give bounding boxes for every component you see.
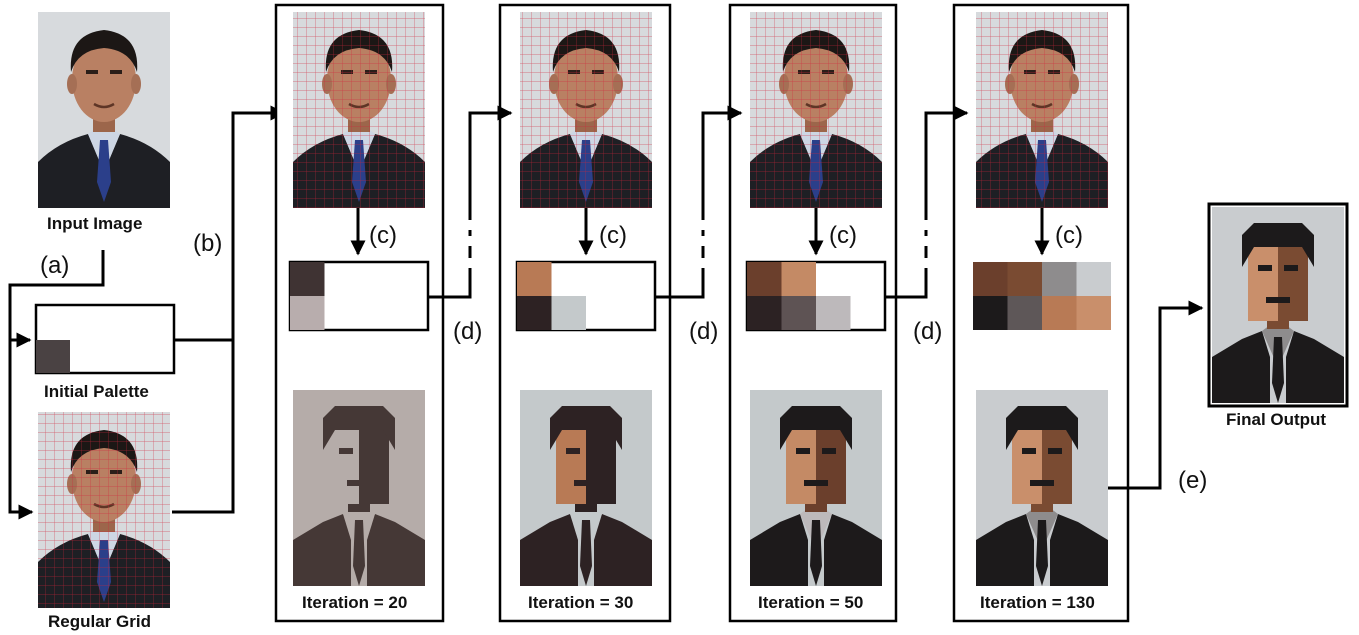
step-e-label: (e)	[1178, 467, 1208, 494]
palette-swatch	[1007, 296, 1042, 330]
palette-swatch	[290, 296, 325, 330]
palette-swatch	[747, 296, 782, 330]
initial-palette-swatch	[36, 340, 70, 373]
pixel-art-portrait	[976, 390, 1108, 586]
iteration-panel-3	[728, 3, 898, 623]
step-b-label: (b)	[193, 230, 223, 257]
final-output-image	[1207, 202, 1349, 408]
step-c-label-2: (c)	[599, 222, 627, 249]
iteration-panel-1	[274, 3, 445, 623]
palette-swatch	[747, 262, 782, 296]
iteration-label-2: Iteration = 30	[528, 593, 634, 612]
step-d-label-2: (d)	[689, 318, 719, 345]
connector-a	[8, 250, 105, 520]
connector-d	[428, 105, 969, 299]
palette-swatch	[1042, 262, 1077, 296]
step-a-label: (a)	[40, 252, 70, 279]
connector-e	[1108, 300, 1204, 490]
iteration-label-4: Iteration = 130	[980, 593, 1095, 612]
step-d-label-3: (d)	[913, 318, 943, 345]
final-output-label: Final Output	[1226, 410, 1327, 429]
palette-swatch	[973, 262, 1008, 296]
palette-swatch	[290, 262, 325, 296]
pixel-art-portrait	[750, 390, 882, 586]
palette-swatch	[1076, 262, 1111, 296]
connector-b	[172, 105, 286, 514]
iteration-panel-2	[498, 3, 672, 623]
palette-swatch	[517, 262, 552, 296]
regular-grid-image	[36, 410, 172, 610]
palette-swatch	[517, 296, 552, 330]
iteration-label-3: Iteration = 50	[758, 593, 864, 612]
palette-swatch	[1042, 296, 1077, 330]
input-image-label: Input Image	[47, 214, 143, 233]
iteration-label-1: Iteration = 20	[302, 593, 408, 612]
pixel-art-portrait	[520, 390, 652, 586]
step-d-label-1: (d)	[453, 318, 483, 345]
pixel-art-portrait	[1212, 207, 1344, 403]
iteration-panel-4	[952, 3, 1130, 623]
initial-palette-label: Initial Palette	[44, 382, 149, 401]
step-c-label-4: (c)	[1055, 222, 1083, 249]
palette-swatch	[816, 296, 851, 330]
pixel-art-portrait	[293, 390, 425, 586]
input-image	[36, 10, 172, 210]
step-c-label-1: (c)	[369, 222, 397, 249]
palette-swatch	[551, 296, 586, 330]
regular-grid-label: Regular Grid	[48, 612, 151, 631]
palette-swatch	[781, 296, 816, 330]
palette-swatch	[781, 262, 816, 296]
palette-swatch	[973, 296, 1008, 330]
step-c-label-3: (c)	[829, 222, 857, 249]
palette-swatch	[1007, 262, 1042, 296]
palette-swatch	[1076, 296, 1111, 330]
initial-palette	[34, 303, 176, 375]
